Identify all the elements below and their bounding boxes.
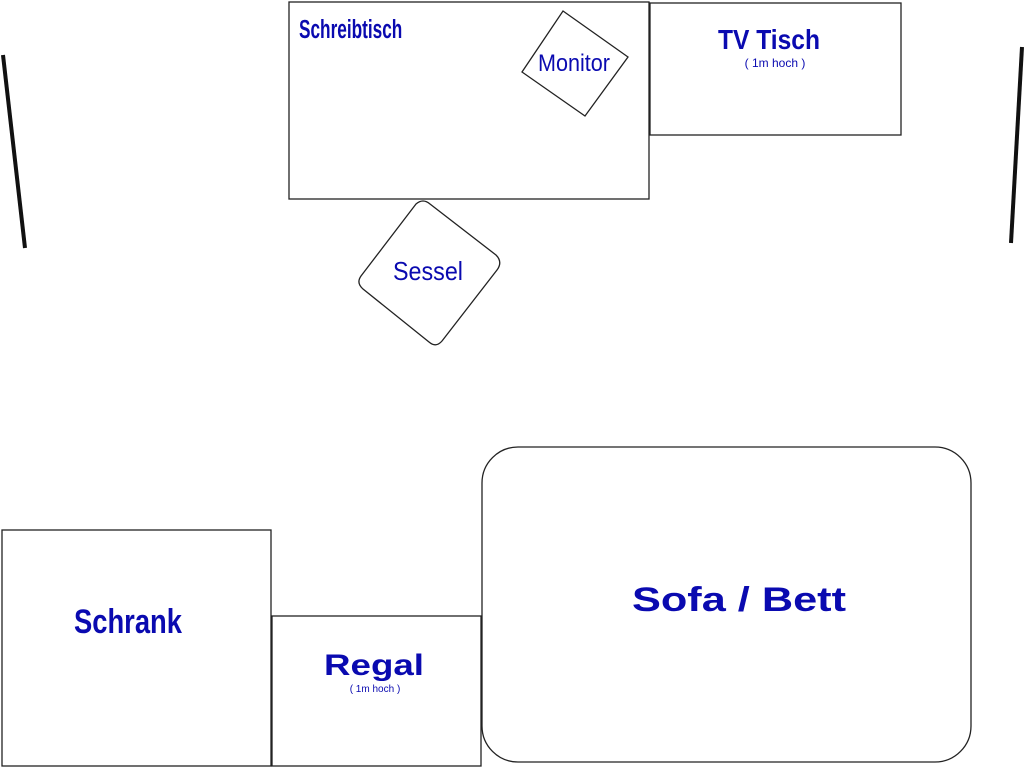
monitor-label: Monitor bbox=[538, 50, 610, 77]
schreibtisch-label: Schreibtisch bbox=[299, 15, 402, 45]
tv-tisch[interactable]: TV Tisch ( 1m hoch ) bbox=[649, 2, 902, 136]
schrank-label: Schrank bbox=[74, 603, 182, 641]
regal-note: ( 1m hoch ) bbox=[350, 684, 401, 695]
sofa-label: Sofa / Bett bbox=[632, 581, 846, 619]
tv-tisch-note: ( 1m hoch ) bbox=[745, 56, 806, 70]
sofa-bett[interactable]: Sofa / Bett bbox=[481, 446, 972, 763]
schrank[interactable]: Schrank bbox=[1, 529, 272, 767]
monitor[interactable]: Monitor bbox=[521, 10, 629, 117]
tv-tisch-label: TV Tisch bbox=[718, 24, 820, 55]
sessel-label: Sessel bbox=[393, 256, 463, 286]
regal-label: Regal bbox=[324, 649, 424, 682]
left-wall bbox=[1, 54, 27, 249]
right-wall bbox=[1009, 46, 1024, 244]
regal[interactable]: Regal ( 1m hoch ) bbox=[271, 615, 482, 767]
sessel[interactable]: Sessel bbox=[358, 200, 501, 346]
